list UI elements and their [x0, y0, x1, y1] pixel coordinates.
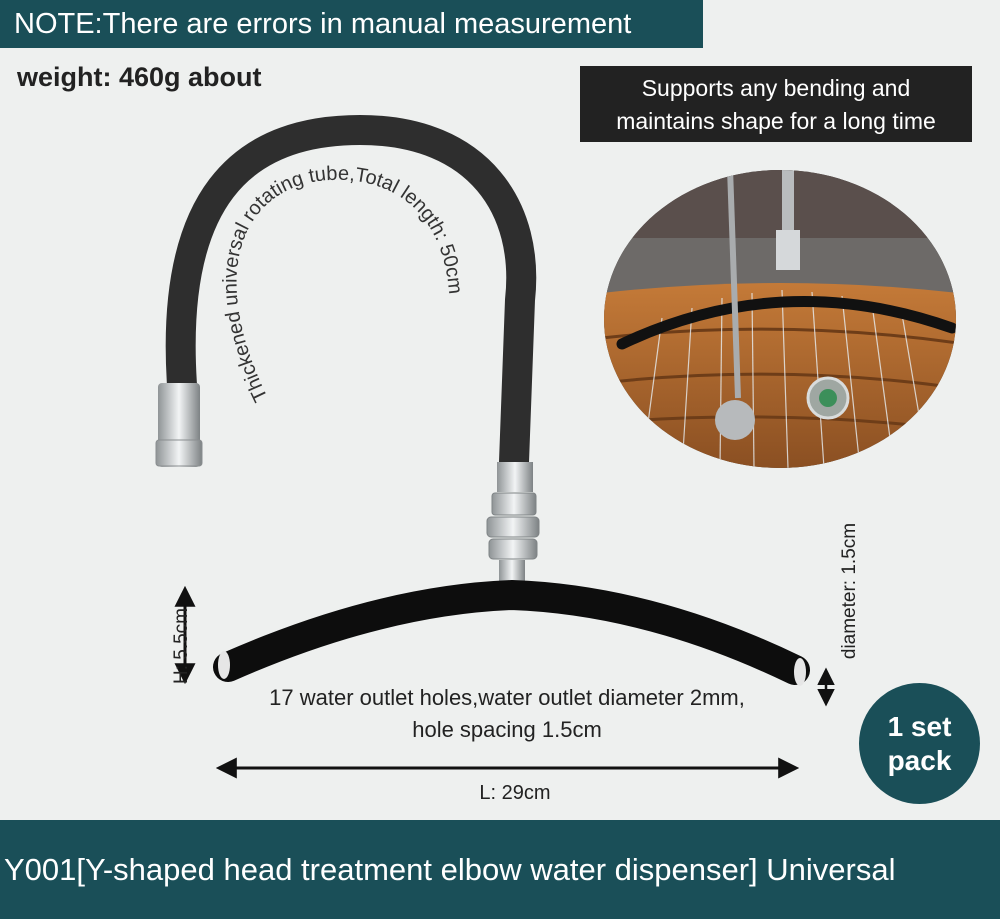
note-banner: NOTE:There are errors in manual measurem… [0, 0, 703, 48]
set-pack-badge: 1 set pack [859, 683, 980, 804]
length-label: L: 29cm [479, 782, 551, 804]
holes-description: 17 water outlet holes,water outlet diame… [200, 682, 814, 746]
diameter-label: diameter: 1.5cm [839, 522, 860, 660]
svg-text:Thickened universal rotating t: Thickened universal rotating tube,Total … [219, 163, 466, 405]
support-line-2: maintains shape for a long time [616, 108, 936, 134]
support-caption: Supports any bending and maintains shape… [580, 66, 972, 142]
holes-line-2: hole spacing 1.5cm [412, 717, 602, 742]
flexible-hose [165, 114, 537, 477]
note-text: NOTE:There are errors in manual measurem… [14, 8, 632, 40]
badge-line-2: pack [887, 744, 952, 776]
support-line-1: Supports any bending and [641, 75, 911, 101]
product-title: Y001[Y-shaped head treatment elbow water… [4, 852, 896, 887]
y-bar [213, 579, 810, 685]
weight-label: weight: 460g about [17, 62, 262, 92]
holes-line-1: 17 water outlet holes,water outlet diame… [269, 685, 745, 710]
tube-length-label: Thickened universal rotating tube,Total … [219, 163, 466, 405]
product-illustration: Thickened universal rotating tube,Total … [155, 114, 835, 779]
badge-line-1: 1 set [887, 710, 952, 742]
connector-fitting [497, 462, 533, 492]
usage-photo [604, 170, 956, 468]
product-title-banner: Y001[Y-shaped head treatment elbow water… [0, 820, 1000, 919]
height-label: H: 5.5cm [171, 607, 192, 685]
